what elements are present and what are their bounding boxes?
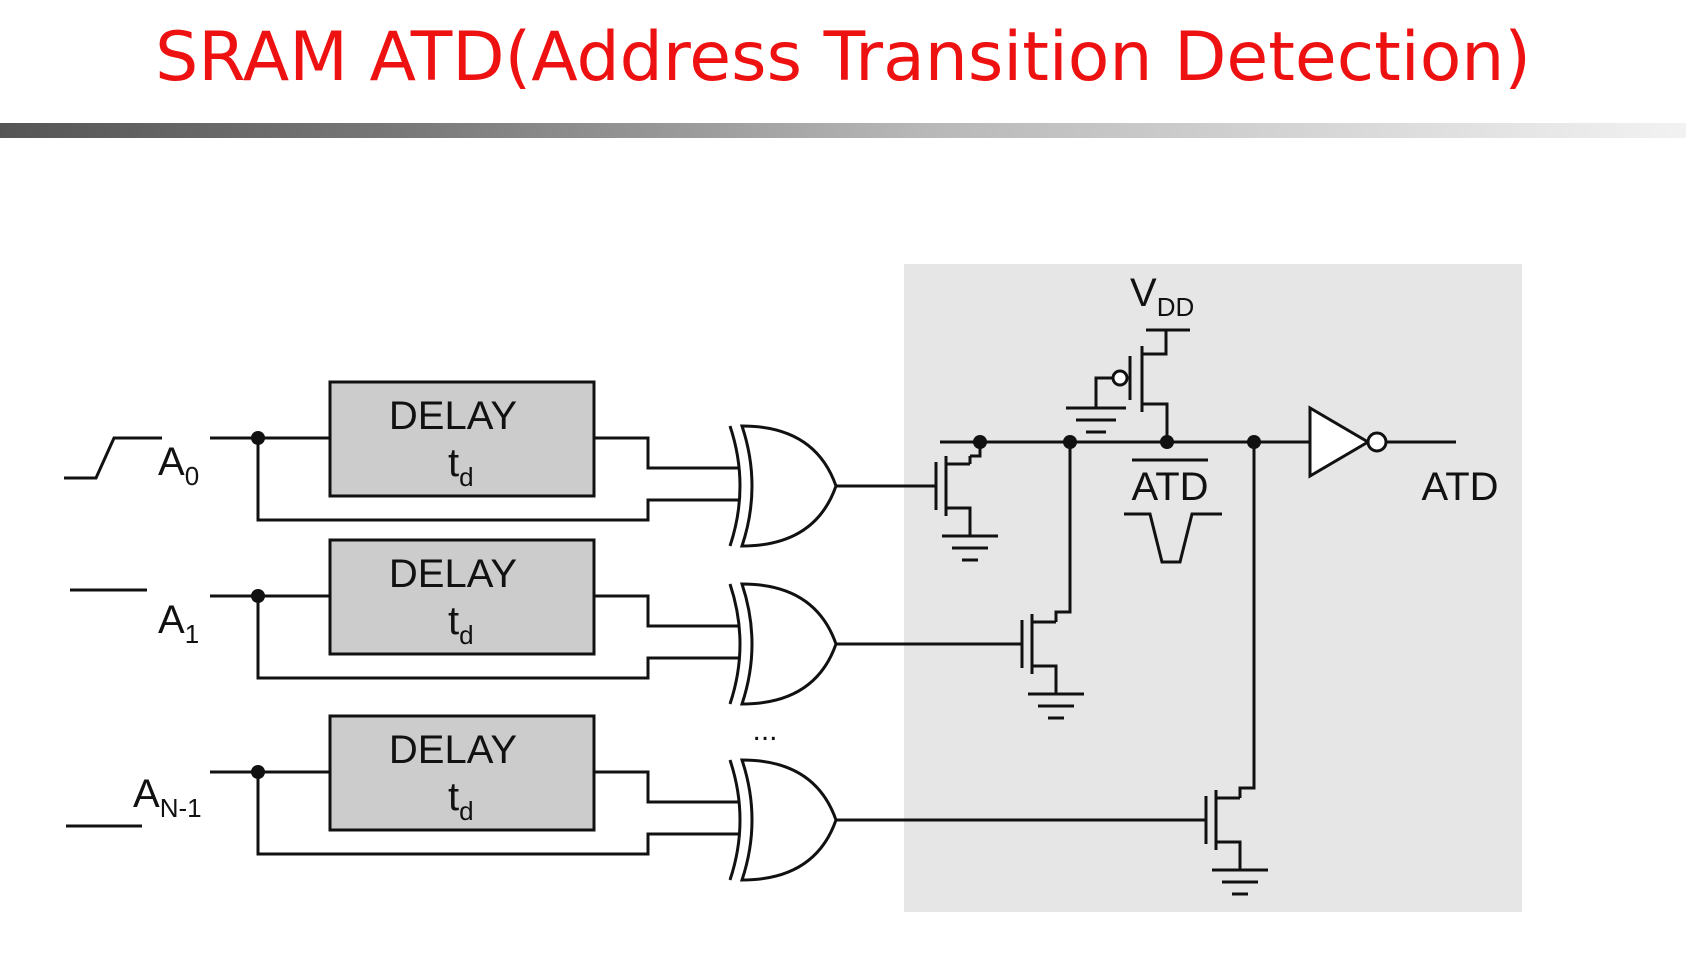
input-label-1-base: A <box>158 598 185 642</box>
nmos-source-0 <box>946 506 972 536</box>
delay-td-label-0-subscript: d <box>459 462 473 492</box>
input-label-1: A1 <box>158 598 199 649</box>
bypass-wire-2 <box>256 772 738 856</box>
delay-td-label-0: td <box>448 441 474 492</box>
delay-block-1 <box>328 538 596 656</box>
vdd-label: VDD <box>1130 271 1194 322</box>
nmos-source-1 <box>1032 664 1058 694</box>
xor-gate-0 <box>739 424 838 548</box>
pmos-gate-ground <box>1066 406 1126 434</box>
node-dot-2 <box>1160 435 1174 449</box>
delay-td-label-0-base: t <box>448 441 459 485</box>
ground-2 <box>1212 868 1268 896</box>
node-dot-3 <box>1247 435 1261 449</box>
input-label-2: AN-1 <box>133 772 202 823</box>
delay-td-label-1: td <box>448 599 474 650</box>
bypass-wire-1 <box>256 596 738 680</box>
vdd-label-base: V <box>1130 271 1157 315</box>
delayed-signal-wire-0 <box>594 436 738 470</box>
atd-bar-pulse-waveform <box>1124 512 1222 564</box>
node-dot-1 <box>1063 435 1077 449</box>
delayed-signal-wire-1 <box>594 594 738 628</box>
input-label-2-subscript: N-1 <box>160 793 202 823</box>
xor-gate-1 <box>739 582 838 706</box>
delay-td-label-2-base: t <box>448 775 459 819</box>
input-branch-dot-1 <box>251 589 265 603</box>
delay-label-1: DELAY <box>389 552 517 596</box>
delay-block-0 <box>328 380 596 498</box>
output-inverter <box>1308 405 1371 479</box>
bypass-wire-0 <box>256 438 738 522</box>
input-label-0: A0 <box>158 440 199 491</box>
more-inputs-ellipsis: ... <box>752 714 777 747</box>
shaded-pulldown-region <box>904 264 1522 912</box>
node-dot-0 <box>973 435 987 449</box>
input-waveform-0 <box>64 436 162 480</box>
delay-label-0: DELAY <box>389 394 517 438</box>
xor-gate-extra-arc-2 <box>728 759 742 881</box>
delayed-signal-wire-2 <box>594 770 738 804</box>
output-inverter-bubble <box>1366 431 1388 453</box>
xor-gate-2 <box>739 758 838 882</box>
input-label-0-subscript: 0 <box>185 461 199 491</box>
slide-title: SRAM ATD(Address Transition Detection) <box>155 18 1531 97</box>
pmos-gate-to-ground <box>1094 376 1113 408</box>
delay-td-label-2-subscript: d <box>459 796 473 826</box>
delay-td-label-1-subscript: d <box>459 620 473 650</box>
xor-gate-extra-arc-1 <box>728 583 742 705</box>
pmos-gate-bubble <box>1111 369 1129 387</box>
input-label-0-base: A <box>158 440 185 484</box>
nmos-drain-wire-2 <box>1238 442 1256 798</box>
ground-0 <box>942 534 998 562</box>
pmos-drain-wire <box>1142 402 1169 442</box>
atd-output-label: ATD <box>1421 465 1498 509</box>
ground-1 <box>1028 692 1084 720</box>
atd-bar-label: ATD <box>1131 465 1208 509</box>
delay-td-label-2: td <box>448 775 474 826</box>
delay-block-2 <box>328 714 596 832</box>
input-label-1-subscript: 1 <box>185 619 199 649</box>
title-underline-bar <box>0 123 1686 138</box>
delay-td-label-1-base: t <box>448 599 459 643</box>
input-branch-dot-2 <box>251 765 265 779</box>
nmos-source-2 <box>1216 840 1242 870</box>
nmos-drain-wire-1 <box>1054 442 1072 622</box>
delay-label-2: DELAY <box>389 728 517 772</box>
vdd-label-subscript: DD <box>1157 292 1195 322</box>
input-label-2-base: A <box>133 772 160 816</box>
xor-gate-extra-arc-0 <box>728 425 742 547</box>
input-branch-dot-0 <box>251 431 265 445</box>
